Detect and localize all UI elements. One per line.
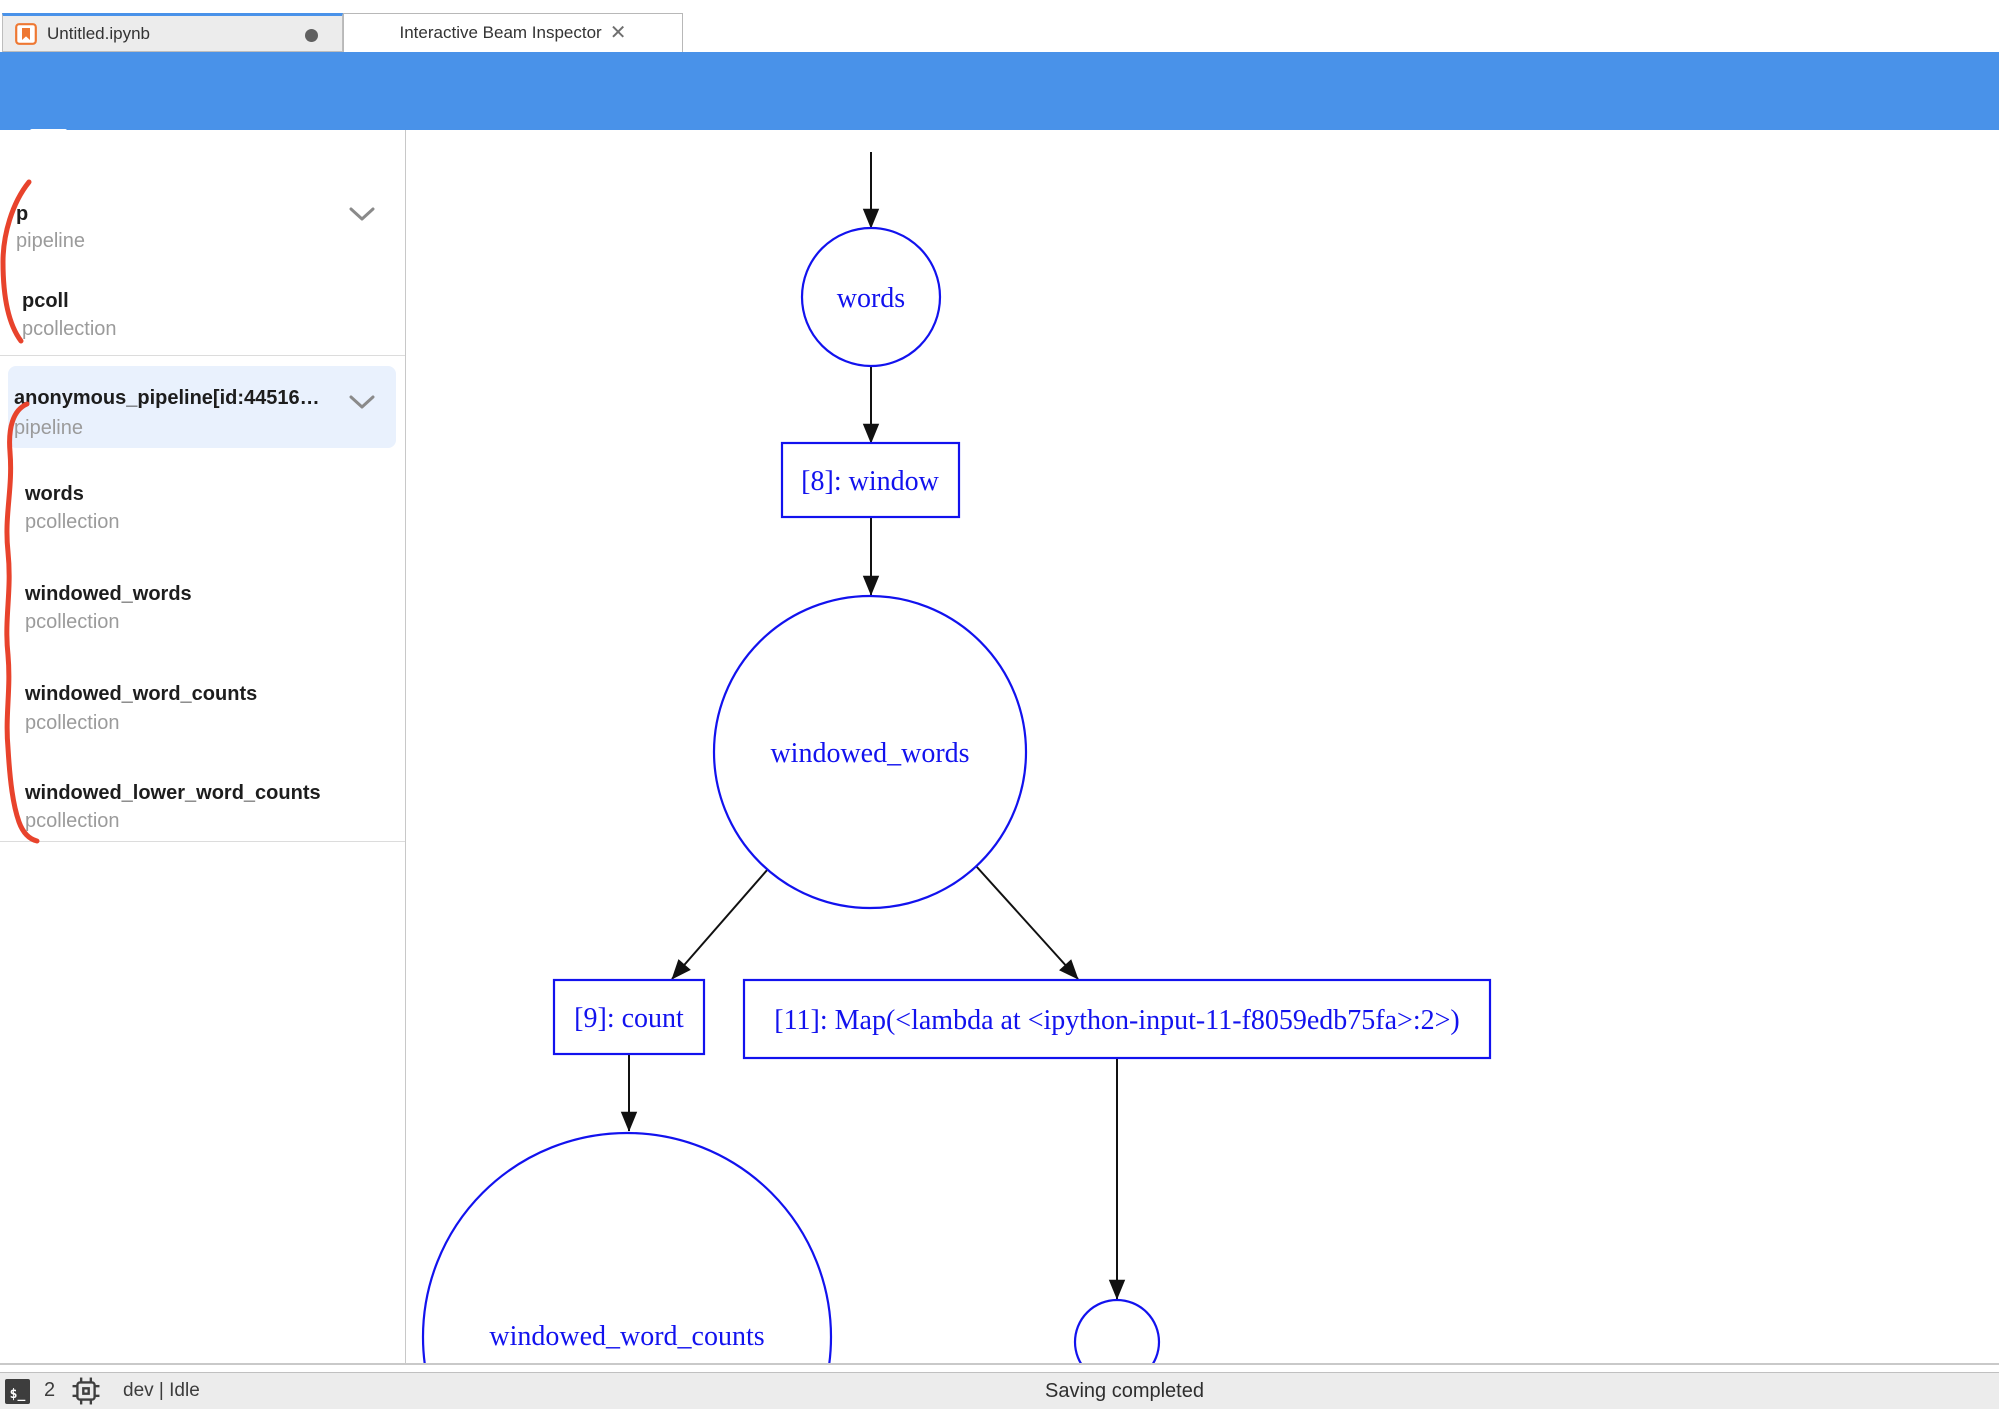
sidebar-item-pcollection-windowed-words[interactable]: windowed_words pcollection [0, 580, 404, 640]
notebook-icon [15, 22, 37, 45]
graph-node-label: [11]: Map(<lambda at <ipython-input-11-f… [774, 1005, 1459, 1036]
terminal-icon[interactable]: $_ [5, 1379, 30, 1404]
sidebar-divider [0, 841, 405, 842]
graph-node-count-transform [552, 978, 706, 1056]
pcollection-name: windowed_word_counts [25, 683, 258, 705]
graph-node-label: windowed_word_counts [489, 1321, 764, 1352]
graph-node-label: [9]: count [574, 1003, 684, 1034]
tab-untitled-notebook[interactable]: Untitled.ipynb [2, 13, 343, 52]
edge-windowed-words-map [975, 865, 1079, 980]
save-status-message: Saving completed [1045, 1380, 1204, 1402]
graph-node-windowed-word-counts [421, 1131, 833, 1364]
sidebar-item-pcollection-windowed-lower-word-counts[interactable]: windowed_lower_word_counts pcollection [0, 779, 404, 839]
terminal-count[interactable]: 2 [44, 1379, 56, 1401]
pcollection-type: pcollection [25, 810, 120, 832]
pcollection-type: pcollection [25, 611, 120, 633]
tab-interactive-beam-inspector[interactable]: Interactive Beam Inspector ✕ [343, 13, 683, 52]
pcollection-name: words [25, 483, 84, 505]
inspector-header: Inspector [kernel:dev] [0, 52, 1999, 158]
pcollection-name: pcoll [22, 290, 69, 312]
graph-node-map-transform [742, 978, 1492, 1060]
tab-title: Interactive Beam Inspector [399, 23, 602, 42]
pcollection-type: pcollection [25, 712, 120, 734]
sidebar-item-pipeline-anonymous[interactable]: anonymous_pipeline[id:44516… pipeline [0, 366, 404, 448]
sidebar-item-pcollection-pcoll[interactable]: pcoll pcollection [0, 287, 404, 347]
kernel-status[interactable]: dev | Idle [123, 1380, 200, 1401]
tab-bar: Untitled.ipynb Interactive Beam Inspecto… [0, 0, 1999, 52]
status-bar: $_ 2 dev | Idle Saving completed [0, 1372, 1999, 1409]
pipeline-sidebar: p pipeline pcoll pcollection anonymous_p… [0, 130, 406, 1364]
graph-node-label: [8]: window [801, 466, 939, 497]
pipeline-type: pipeline [16, 230, 85, 252]
pcollection-type: pcollection [22, 318, 117, 340]
graph-node-label: windowed_words [770, 738, 969, 769]
selected-row-highlight [8, 366, 396, 448]
pipeline-type: pipeline [14, 417, 83, 439]
sidebar-item-pipeline-p[interactable]: p pipeline [0, 200, 404, 260]
pipeline-name: p [16, 203, 29, 225]
chevron-down-icon[interactable] [349, 206, 375, 222]
unsaved-changes-indicator [305, 29, 318, 42]
graph-node-label: words [837, 283, 905, 314]
graph-node-window-transform [780, 441, 961, 519]
pcollection-type: pcollection [25, 511, 120, 533]
pipeline-name: anonymous_pipeline[id:44516… [14, 387, 320, 409]
graph-node-words [800, 226, 942, 368]
sidebar-item-pcollection-windowed-word-counts[interactable]: windowed_word_counts pcollection [0, 680, 404, 740]
sidebar-item-pcollection-words[interactable]: words pcollection [0, 480, 404, 540]
sidebar-divider [0, 355, 405, 356]
close-icon[interactable]: ✕ [609, 22, 627, 44]
pcollection-name: windowed_words [25, 583, 192, 605]
graph-node-unnamed-output [1073, 1298, 1161, 1364]
pcollection-name: windowed_lower_word_counts [25, 782, 321, 804]
chevron-down-icon[interactable] [349, 394, 375, 410]
graph-node-windowed-words [712, 594, 1028, 910]
tab-title: Untitled.ipynb [47, 23, 151, 43]
kernel-chip-icon[interactable] [72, 1377, 100, 1405]
edge-windowed-words-count [671, 868, 769, 980]
content-bottom-border [0, 1363, 1999, 1365]
